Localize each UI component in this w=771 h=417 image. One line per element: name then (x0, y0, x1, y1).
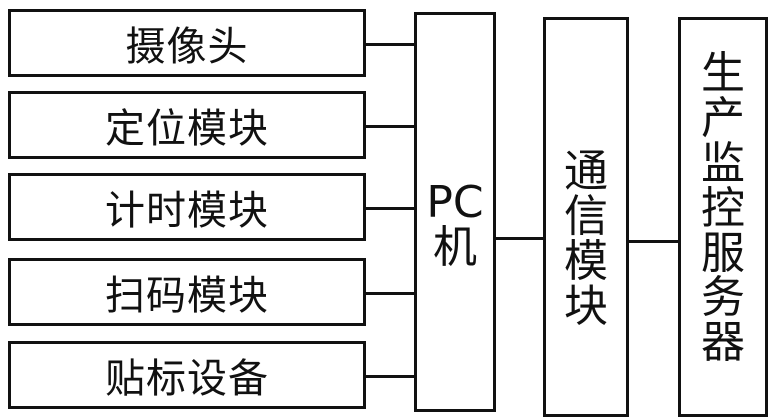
labeling-device-label: 贴标设备 (105, 356, 269, 402)
server-char-1: 生 (701, 48, 745, 99)
server-char-2: 产 (701, 92, 745, 144)
comm-char-1: 通 (564, 146, 608, 197)
connector-pc-comm (496, 237, 543, 240)
connector-scanning-pc (366, 292, 414, 295)
labeling-device-box: 贴标设备 (8, 341, 366, 409)
scanning-module-label: 扫码模块 (105, 273, 269, 319)
connector-comm-server (629, 240, 678, 243)
comm-char-3: 模 (564, 235, 608, 287)
connector-timing-pc (366, 207, 414, 210)
connector-positioning-pc (366, 125, 414, 128)
camera-box: 摄像头 (8, 9, 366, 77)
pc-label-line-1: PC (426, 177, 484, 228)
camera-label: 摄像头 (125, 24, 249, 70)
system-block-diagram: 摄像头 定位模块 计时模块 扫码模块 贴标设备 PC 机 通 信 模 块 生 产 (8, 9, 768, 417)
server-char-4: 控 (701, 182, 745, 234)
communication-module-label: 通 信 模 块 (564, 146, 608, 332)
scanning-module-box: 扫码模块 (8, 258, 366, 326)
production-monitoring-server-box: 生 产 监 控 服 务 器 (678, 17, 768, 417)
connector-labeling-pc (366, 375, 414, 378)
server-char-3: 监 (701, 137, 745, 189)
comm-char-4: 块 (564, 280, 608, 332)
positioning-module-label: 定位模块 (105, 106, 269, 152)
connector-camera-pc (366, 43, 414, 46)
server-char-5: 服 (701, 227, 745, 279)
server-char-6: 务 (701, 272, 745, 324)
pc-box: PC 机 (414, 12, 496, 412)
pc-label-line-2: 机 (432, 221, 477, 273)
comm-char-2: 信 (564, 190, 608, 242)
server-char-7: 器 (701, 317, 745, 369)
timing-module-label: 计时模块 (105, 188, 269, 234)
pc-label: PC 机 (426, 177, 484, 273)
positioning-module-box: 定位模块 (8, 91, 366, 159)
communication-module-box: 通 信 模 块 (543, 17, 629, 417)
timing-module-box: 计时模块 (8, 173, 366, 241)
production-monitoring-server-label: 生 产 监 控 服 务 器 (701, 48, 745, 369)
